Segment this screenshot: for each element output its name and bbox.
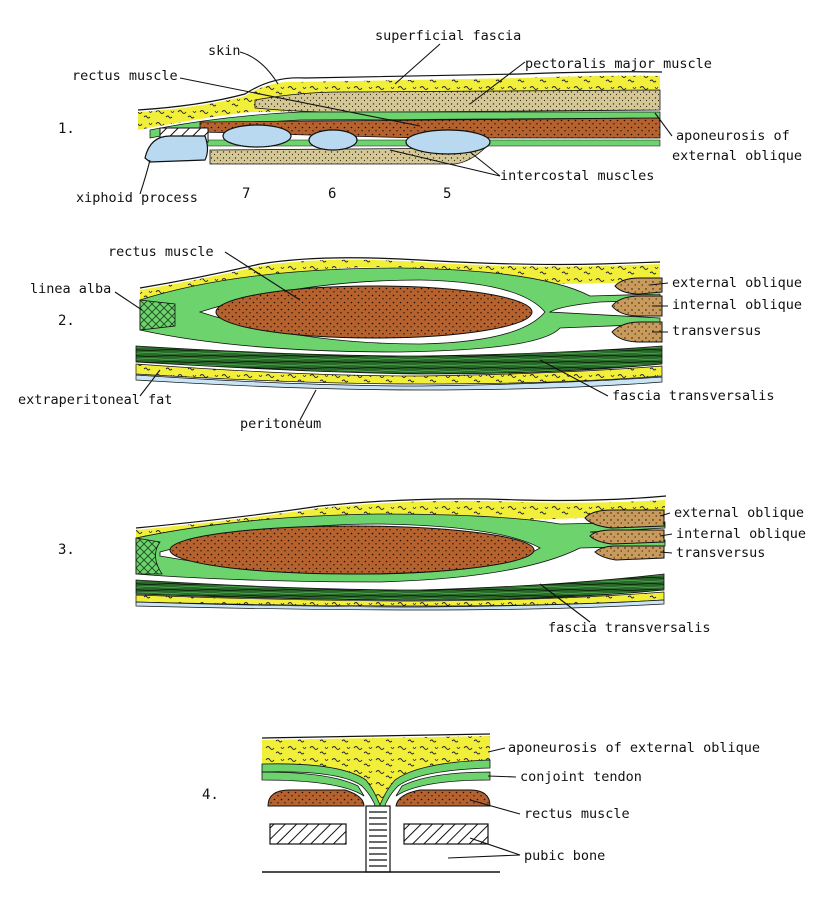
label-rectus-muscle: rectus muscle — [108, 244, 214, 260]
leader — [389, 149, 501, 177]
rib-6 — [308, 129, 358, 151]
rib-5 — [405, 129, 491, 155]
section-number: 2. — [58, 313, 75, 329]
label-external-oblique: external oblique — [672, 275, 802, 291]
skin-2 — [139, 257, 661, 289]
leader — [239, 51, 279, 85]
aponeurosis-4 — [261, 759, 491, 809]
label-transversus: transversus — [672, 323, 761, 339]
rib-label-7: 7 — [242, 186, 250, 202]
label-rectus-muscle: rectus muscle — [72, 68, 178, 84]
fascia-transversalis-2 — [135, 345, 663, 375]
rectus-muscle-3 — [169, 525, 535, 575]
label-internal-oblique: internal oblique — [676, 526, 806, 542]
section-4: 4. aponeurosis of external oblique conjo… — [202, 733, 760, 873]
symphysis-lines — [369, 811, 387, 867]
label-external-oblique: external oblique — [674, 505, 804, 521]
section-1: 1. skin superficial fascia rectus muscle… — [58, 28, 802, 206]
linea-alba-3 — [135, 537, 163, 575]
label-xiphoid-process: xiphoid process — [76, 190, 198, 206]
leader — [224, 251, 301, 301]
external-oblique-2 — [614, 277, 663, 295]
section-number: 4. — [202, 787, 219, 803]
label-rectus-muscle: rectus muscle — [524, 806, 630, 822]
label-aponeurosis-external-oblique: aponeurosis of external oblique — [508, 740, 760, 756]
label-fascia-transversalis: fascia transversalis — [548, 620, 711, 636]
superficial-fat — [140, 259, 660, 300]
peritoneum — [135, 374, 663, 391]
leader — [539, 583, 591, 623]
label-internal-oblique: internal oblique — [672, 297, 802, 313]
pubic-bone-left — [269, 823, 347, 845]
internal-oblique-3 — [589, 529, 665, 545]
leader — [649, 282, 669, 333]
pectoralis-major — [254, 89, 661, 113]
superficial-fat-4 — [262, 736, 490, 805]
external-oblique-3 — [584, 509, 665, 529]
rib-label-5: 5 — [443, 186, 451, 202]
leader — [139, 159, 151, 195]
extraperitoneal-fat — [135, 363, 663, 385]
xiphoid-process — [144, 135, 209, 163]
skin-3 — [135, 495, 667, 529]
transversus-3 — [594, 545, 665, 561]
label-intercostal-muscles: intercostal muscles — [500, 168, 654, 184]
skin — [137, 71, 663, 111]
leader — [539, 359, 609, 397]
leader — [394, 43, 441, 85]
rectus-right — [395, 789, 491, 807]
section-number: 1. — [58, 121, 75, 137]
label-conjoint-tendon: conjoint tendon — [520, 769, 642, 785]
rib-7 — [222, 124, 292, 148]
leader — [469, 799, 521, 815]
rib-label-6: 6 — [328, 186, 336, 202]
label-aponeurosis-1: aponeurosis of — [676, 128, 790, 144]
label-linea-alba: linea alba — [30, 281, 111, 297]
leader — [654, 112, 673, 137]
leader — [299, 389, 317, 421]
leader — [114, 291, 143, 311]
skin-4 — [261, 733, 491, 739]
label-aponeurosis-2: external oblique — [672, 148, 802, 164]
pubic-symphysis — [365, 805, 391, 873]
conjoint-tendon-right — [395, 771, 491, 797]
label-peritoneum: peritoneum — [240, 416, 321, 432]
leader — [487, 775, 517, 778]
leader — [139, 369, 161, 397]
peritoneum-3 — [135, 599, 665, 611]
section-number: 3. — [58, 542, 75, 558]
section-3: 3. external oblique internal oblique tra… — [58, 495, 806, 636]
leader — [447, 837, 521, 859]
rectus-left — [267, 789, 365, 807]
leader — [487, 747, 506, 753]
label-skin: skin — [208, 43, 241, 59]
label-fascia-transversalis: fascia transversalis — [612, 388, 775, 404]
leader — [659, 512, 673, 554]
leader — [469, 61, 526, 105]
section-2: 2. rectus muscle linea alba external obl… — [18, 244, 802, 432]
label-pubic-bone: pubic bone — [524, 848, 605, 864]
linea-alba — [139, 299, 176, 331]
label-pectoralis-major: pectoralis major muscle — [525, 56, 712, 72]
pubic-bone-right — [403, 823, 489, 845]
fascia-transversalis-3 — [135, 573, 665, 601]
rectus-muscle-2 — [215, 285, 533, 339]
conjoint-tendon-left — [261, 771, 365, 797]
label-extraperitoneal-fat: extraperitoneal fat — [18, 392, 172, 408]
label-superficial-fascia: superficial fascia — [375, 28, 521, 44]
leader — [179, 77, 421, 127]
label-transversus: transversus — [676, 545, 765, 561]
